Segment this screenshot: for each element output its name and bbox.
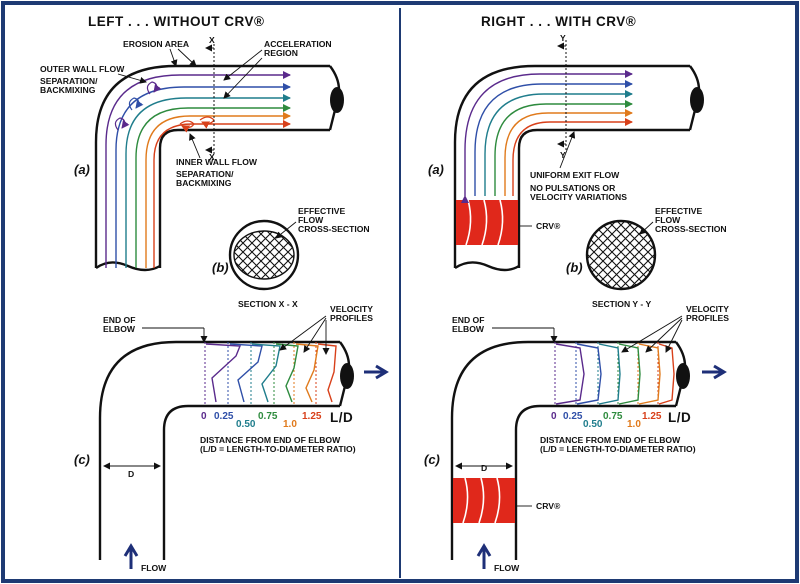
right-ld-10: 1.0: [627, 419, 641, 430]
outer-wall-label-3: BACKMIXING: [40, 85, 96, 95]
right-a-crv-label: CRV®: [536, 221, 561, 231]
right-a-pipe-opening: [690, 87, 704, 113]
outer-wall-label-2: SEPARATION/: [40, 76, 98, 86]
right-section-label: SECTION Y - Y: [592, 299, 651, 309]
right-ld-125: 1.25: [642, 411, 662, 422]
outer-wall-label-1: OUTER WALL FLOW: [40, 64, 125, 74]
right-effective-flow-1: EFFECTIVE: [655, 206, 703, 216]
left-a-outer-wall: [94, 64, 330, 268]
left-flow-label: FLOW: [141, 563, 167, 573]
right-distance-label-1: DISTANCE FROM END OF ELBOW: [540, 435, 681, 445]
left-a-pipe-opening: [330, 87, 344, 113]
left-end-of-elbow-2: ELBOW: [103, 324, 136, 334]
right-velocity-profiles-2: PROFILES: [686, 313, 729, 323]
right-section-mark-bottom: Y: [560, 150, 566, 160]
left-ld-025: 0.25: [214, 411, 234, 422]
right-distance-label-2: (L/D = LENGTH-TO-DIAMETER RATIO): [540, 444, 696, 454]
right-label-c: (c): [424, 452, 440, 467]
left-velocity-profiles-2: PROFILES: [330, 313, 373, 323]
right-outflow-arrow: [702, 364, 727, 380]
left-ld-0: 0: [201, 411, 207, 422]
left-label-a: (a): [74, 162, 90, 177]
left-outflow-arrow: [364, 364, 389, 380]
inner-wall-label-2: SEPARATION/: [176, 169, 234, 179]
right-ld-075: 0.75: [603, 411, 623, 422]
left-elbow-c: [98, 340, 354, 560]
left-inflow-arrow: [123, 543, 139, 569]
right-inflow-arrow: [476, 543, 492, 569]
left-distance-label-1: DISTANCE FROM END OF ELBOW: [200, 435, 341, 445]
uniform-exit-label-2: NO PULSATIONS OR: [530, 183, 616, 193]
left-ld-075: 0.75: [258, 411, 278, 422]
left-label-c: (c): [74, 452, 90, 467]
left-effective-flow-3: CROSS-SECTION: [298, 224, 370, 234]
right-ld-025: 0.25: [563, 411, 583, 422]
right-ld-0: 0: [551, 411, 557, 422]
left-section-mark-bottom: X: [209, 152, 215, 162]
left-c-inner-wall: [162, 404, 340, 560]
right-velocity-profiles-1: VELOCITY: [686, 304, 729, 314]
left-c-outer-wall: [98, 340, 340, 560]
left-ld-axis-label: L/D: [330, 410, 353, 425]
acceleration-label-1: ACCELERATION: [264, 39, 332, 49]
left-title: LEFT . . . WITHOUT CRV®: [88, 14, 264, 29]
right-c-crv-label: CRV®: [536, 501, 561, 511]
right-elbow-c: [450, 340, 690, 560]
inner-wall-label-1: INNER WALL FLOW: [176, 157, 258, 167]
left-distance-label-2: (L/D = LENGTH-TO-DIAMETER RATIO): [200, 444, 356, 454]
left-section-mark-top: X: [209, 35, 215, 45]
left-ld-125: 1.25: [302, 411, 322, 422]
left-effective-flow-2: FLOW: [298, 215, 324, 225]
left-label-b: (b): [212, 260, 229, 275]
uniform-exit-label-1: UNIFORM EXIT FLOW: [530, 170, 620, 180]
right-title: RIGHT . . . WITH CRV®: [481, 14, 636, 29]
acceleration-label-2: REGION: [264, 48, 298, 58]
left-diameter-label: D: [128, 469, 134, 479]
left-section-b: [228, 219, 300, 291]
right-c-inner-wall: [514, 404, 676, 560]
right-c-pipe-opening: [676, 363, 690, 389]
left-section-label: SECTION X - X: [238, 299, 298, 309]
left-ld-10: 1.0: [283, 419, 297, 430]
right-a-pipe-break: [454, 261, 520, 272]
right-c-outer-wall: [450, 340, 676, 560]
right-label-b: (b): [566, 260, 583, 275]
right-ld-axis-label: L/D: [668, 410, 691, 425]
right-flow-label: FLOW: [494, 563, 520, 573]
right-section-b: [585, 219, 657, 291]
right-effective-flow-3: CROSS-SECTION: [655, 224, 727, 234]
right-end-of-elbow-2: ELBOW: [452, 324, 485, 334]
inner-wall-label-3: BACKMIXING: [176, 178, 232, 188]
erosion-area-label: EROSION AREA: [123, 39, 189, 49]
left-elbow-a: X X: [94, 35, 344, 272]
right-elbow-a: Y Y: [453, 33, 704, 272]
right-label-a: (a): [428, 162, 444, 177]
left-effective-flow-1: EFFECTIVE: [298, 206, 346, 216]
left-c-pipe-opening: [340, 363, 354, 389]
left-velocity-profiles-1: VELOCITY: [330, 304, 373, 314]
left-ld-050: 0.50: [236, 419, 256, 430]
left-a-inner-wall: [158, 128, 330, 268]
right-section-mark-top: Y: [560, 33, 566, 43]
right-end-of-elbow-1: END OF: [452, 315, 484, 325]
right-diameter-label: D: [481, 463, 487, 473]
left-end-of-elbow-1: END OF: [103, 315, 135, 325]
right-ld-050: 0.50: [583, 419, 603, 430]
right-effective-flow-2: FLOW: [655, 215, 681, 225]
uniform-exit-label-3: VELOCITY VARIATIONS: [530, 192, 627, 202]
left-a-pipe-break: [95, 261, 161, 272]
